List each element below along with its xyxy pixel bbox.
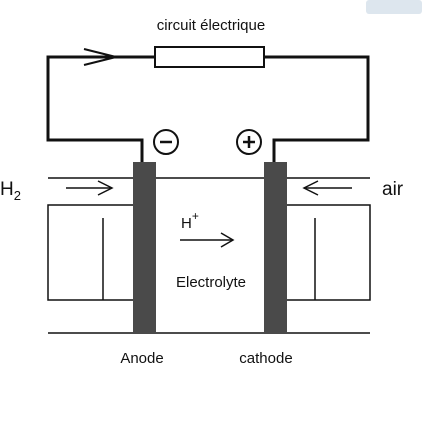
h2-inlet-arrow-icon bbox=[97, 180, 114, 196]
proton-flow-arrow-icon bbox=[220, 232, 235, 248]
circuit-wire-right bbox=[264, 55, 370, 162]
current-direction-arrow-icon bbox=[83, 48, 117, 66]
circuit-label: circuit électrique bbox=[157, 17, 265, 34]
cathode-label: cathode bbox=[239, 350, 292, 367]
cathode-gas-compartment bbox=[287, 204, 371, 301]
resistor bbox=[154, 46, 265, 68]
anode-gas-compartment bbox=[47, 204, 133, 301]
corner-tab bbox=[366, 0, 422, 14]
h2-label: H2 bbox=[0, 179, 21, 203]
anode-label: Anode bbox=[120, 350, 163, 367]
anode-electrode bbox=[133, 162, 156, 334]
air-label: air bbox=[382, 179, 404, 200]
air-inlet-arrow-icon bbox=[302, 180, 319, 196]
cathode-electrode bbox=[264, 162, 287, 334]
proton-label: H+ bbox=[181, 209, 199, 232]
circuit-wire-left bbox=[46, 55, 155, 162]
electrolyte-label: Electrolyte bbox=[176, 274, 246, 291]
